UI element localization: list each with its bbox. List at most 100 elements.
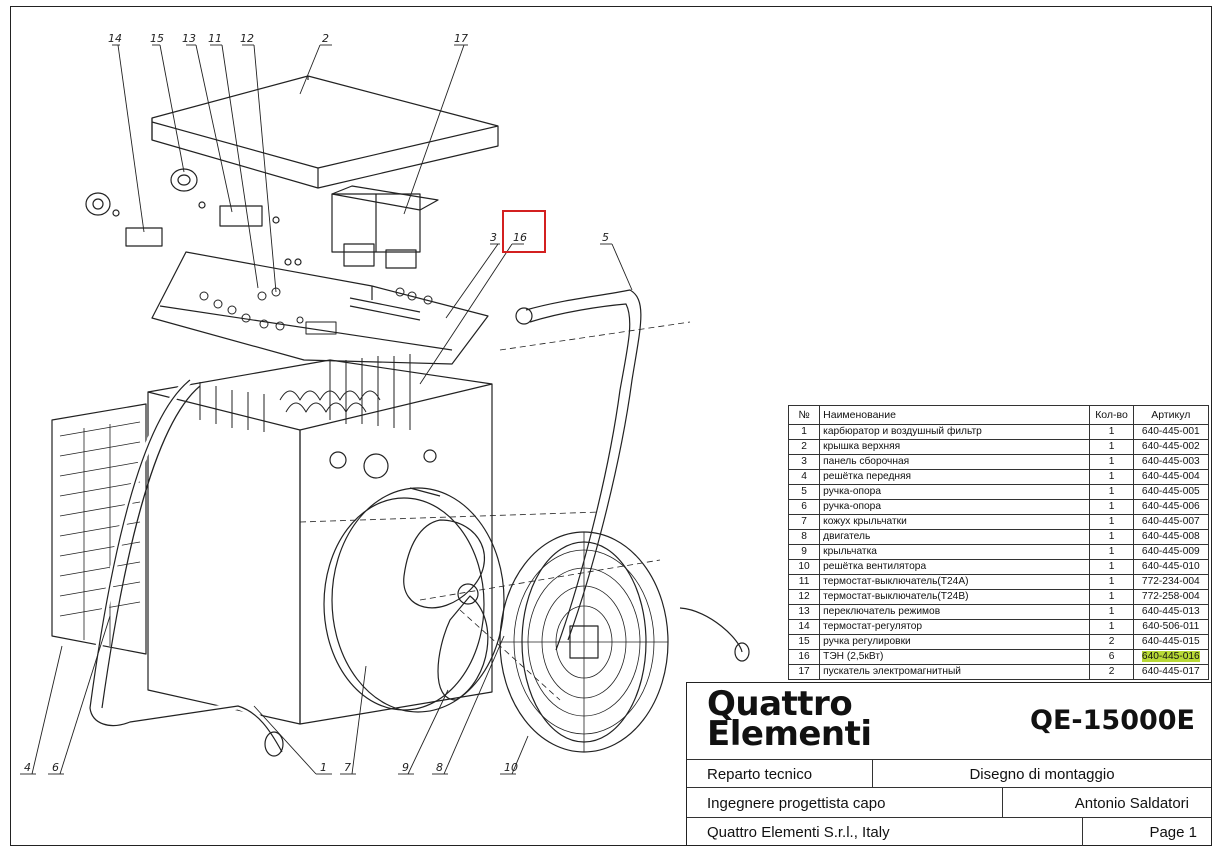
part-no: 11 xyxy=(787,574,821,590)
motor-and-fan-guard xyxy=(499,531,669,753)
part-name: кожух крыльчатки xyxy=(819,514,1091,530)
callout-label: 4 xyxy=(24,761,31,774)
part-no: 14 xyxy=(787,619,821,635)
part-article: 640-445-001 xyxy=(1132,424,1210,440)
part-no: 13 xyxy=(787,604,821,620)
top-cover-part xyxy=(151,75,499,189)
part-no: 17 xyxy=(787,664,821,680)
part-name: пускатель электромагнитный xyxy=(819,664,1091,680)
fan-shroud xyxy=(323,487,505,713)
company-logo: Quattro Elementi xyxy=(707,684,872,754)
drawing-frame xyxy=(10,6,1212,846)
title-row-company: Quattro Elementi S.r.l., Italy Page 1 xyxy=(687,817,1211,846)
highlight-box-callout-16 xyxy=(502,210,546,253)
part-qty: 2 xyxy=(1089,664,1134,680)
part-article: 640-445-016 xyxy=(1132,649,1210,665)
part-name: ТЭН (2,5кВт) xyxy=(819,649,1091,665)
title-row-engineer: Ingegnere progettista capo Antonio Salda… xyxy=(687,787,1211,818)
part-name: ручка-опора xyxy=(819,499,1091,515)
part-no: 5 xyxy=(787,484,821,500)
callout-label: 15 xyxy=(150,32,164,45)
callout-label: 13 xyxy=(182,32,196,45)
part-no: 15 xyxy=(787,634,821,650)
part-article: 640-445-013 xyxy=(1132,604,1210,620)
model-number: QE-15000E xyxy=(1030,705,1195,736)
part-no: 12 xyxy=(787,589,821,605)
title-block: Quattro Elementi QE-15000E Reparto tecni… xyxy=(686,682,1212,846)
support-handle-lower xyxy=(86,377,286,757)
header-name: Наименование xyxy=(819,405,1091,425)
callout-label: 14 xyxy=(108,32,122,45)
front-grille xyxy=(51,403,147,655)
drawing-type: Disegno di montaggio xyxy=(969,765,1115,783)
callout-label: 6 xyxy=(52,761,59,774)
part-article: 640-445-010 xyxy=(1132,559,1210,575)
callout-label: 11 xyxy=(208,32,222,45)
part-article: 640-445-015 xyxy=(1132,634,1210,650)
callout-label: 10 xyxy=(504,761,518,774)
part-article: 640-445-017 xyxy=(1132,664,1210,680)
part-qty: 1 xyxy=(1089,544,1134,560)
callout-label: 16 xyxy=(513,231,527,244)
part-qty: 1 xyxy=(1089,589,1134,605)
callout-label: 3 xyxy=(490,231,497,244)
part-name: решётка передняя xyxy=(819,469,1091,485)
highlighted-article: 640-445-016 xyxy=(1141,651,1200,662)
part-name: панель сборочная xyxy=(819,454,1091,470)
part-qty: 1 xyxy=(1089,529,1134,545)
part-qty: 1 xyxy=(1089,484,1134,500)
callout-label: 1 xyxy=(320,761,327,774)
part-name: термостат-регулятор xyxy=(819,619,1091,635)
thermostat-switches xyxy=(112,201,302,266)
part-name: крыльчатка xyxy=(819,544,1091,560)
title-row-department: Reparto tecnico Disegno di montaggio xyxy=(687,759,1211,788)
assembly-axes xyxy=(299,321,691,701)
part-article: 772-234-004 xyxy=(1132,574,1210,590)
part-no: 7 xyxy=(787,514,821,530)
part-name: крышка верхняя xyxy=(819,439,1091,455)
part-qty: 1 xyxy=(1089,499,1134,515)
part-no: 16 xyxy=(787,649,821,665)
parts-table-header: № Наименование Кол-во Артикул xyxy=(787,405,1210,425)
callout-label: 12 xyxy=(240,32,254,45)
part-qty: 1 xyxy=(1089,619,1134,635)
header-no: № xyxy=(787,405,821,425)
part-qty: 6 xyxy=(1089,649,1134,665)
part-no: 4 xyxy=(787,469,821,485)
callout-label: 8 xyxy=(436,761,443,774)
role: Ingegnere progettista capo xyxy=(687,788,1003,818)
part-article: 640-445-004 xyxy=(1132,469,1210,485)
part-name: решётка вентилятора xyxy=(819,559,1091,575)
heater-housing xyxy=(147,359,493,725)
part-article: 772-258-004 xyxy=(1132,589,1210,605)
part-name: ручка-опора xyxy=(819,484,1091,500)
department: Reparto tecnico xyxy=(687,760,873,788)
part-article: 640-445-008 xyxy=(1132,529,1210,545)
part-name: ручка регулировки xyxy=(819,634,1091,650)
header-qty: Кол-во xyxy=(1089,405,1134,425)
impeller xyxy=(403,519,489,701)
part-no: 3 xyxy=(787,454,821,470)
part-article: 640-445-009 xyxy=(1132,544,1210,560)
part-name: термостат-выключатель(Т24А) xyxy=(819,574,1091,590)
company-name: Quattro Elementi S.r.l., Italy xyxy=(687,818,1083,846)
part-qty: 1 xyxy=(1089,604,1134,620)
part-name: термостат-выключатель(Т24В) xyxy=(819,589,1091,605)
part-article: 640-445-007 xyxy=(1132,514,1210,530)
heating-elements xyxy=(199,354,411,432)
part-name: двигатель xyxy=(819,529,1091,545)
